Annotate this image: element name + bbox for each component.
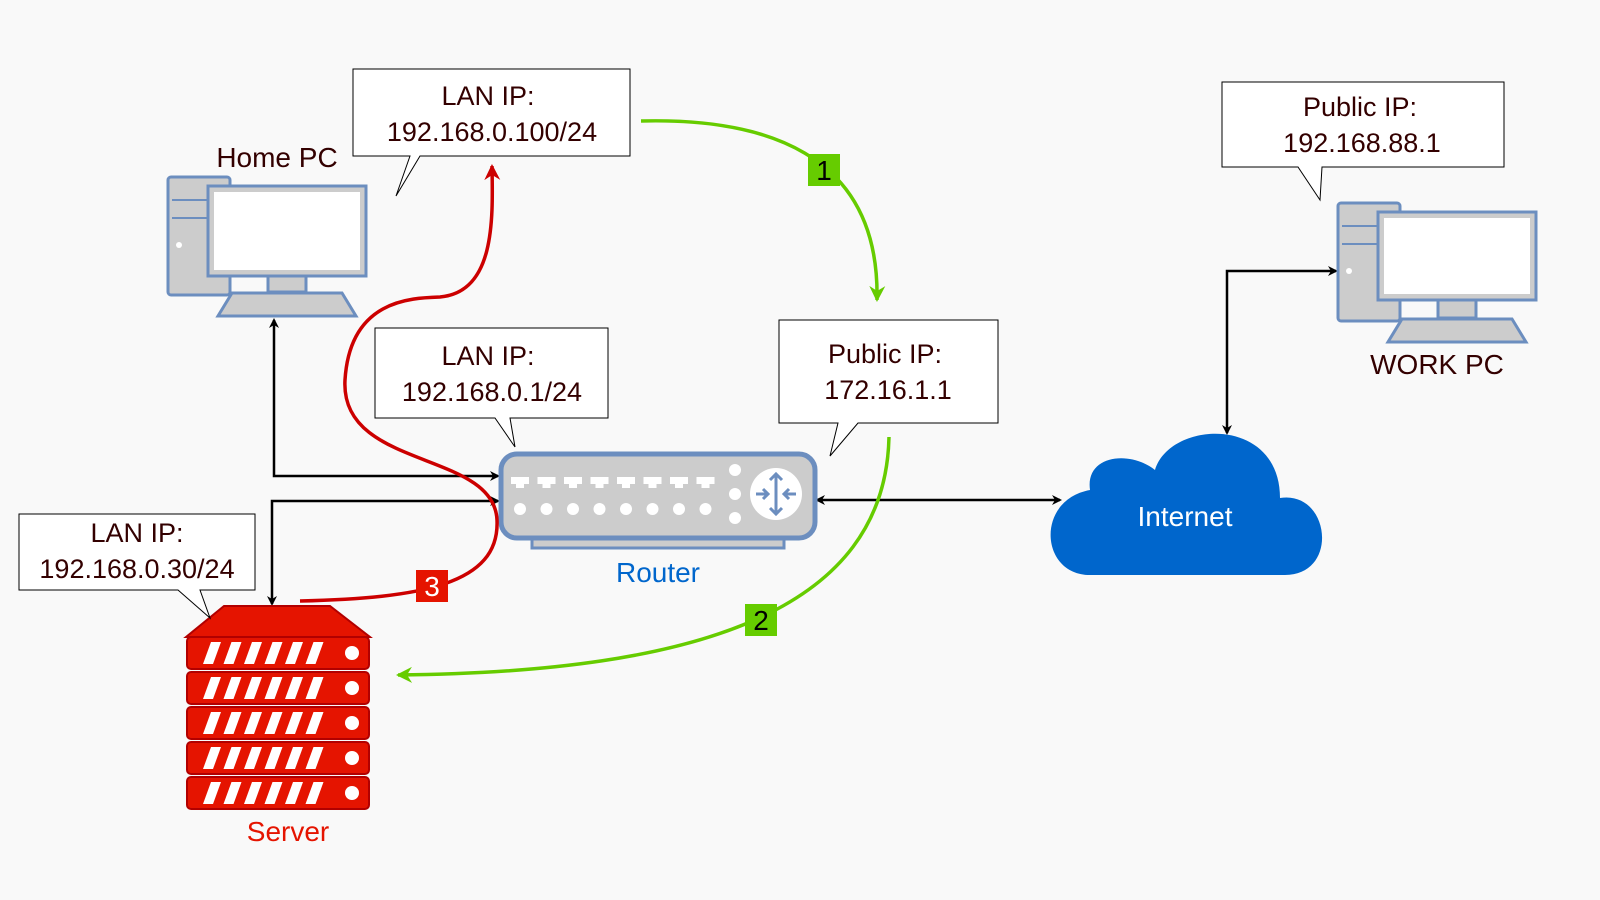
svg-text:192.168.0.30/24: 192.168.0.30/24 (39, 554, 234, 584)
router-port (643, 477, 662, 488)
server-label: Server (247, 816, 329, 847)
svg-text:LAN IP:: LAN IP: (90, 518, 183, 548)
svg-text:192.168.88.1: 192.168.88.1 (1283, 128, 1441, 158)
work-pc-icon (1336, 201, 1538, 344)
router-led (593, 503, 606, 515)
svg-text:Public IP:: Public IP: (1303, 92, 1417, 122)
router-port (564, 477, 582, 488)
server-unit (186, 706, 370, 740)
router-port (696, 477, 715, 488)
server-unit (186, 741, 370, 775)
svg-text:LAN IP:: LAN IP: (441, 81, 534, 111)
router-led (699, 503, 712, 515)
work-pc-label: WORK PC (1370, 349, 1504, 380)
router-port (617, 477, 635, 488)
router-port (590, 477, 609, 488)
router-port (511, 477, 529, 488)
svg-text:3: 3 (424, 571, 440, 602)
svg-text:LAN IP:: LAN IP: (441, 341, 534, 371)
home-pc-icon (166, 175, 368, 318)
flow-step-1-arrow (640, 119, 886, 302)
step-3-badge: 3 (416, 570, 448, 602)
step-2-badge: 2 (745, 604, 777, 636)
router-icon (498, 451, 818, 550)
router-port (670, 477, 688, 488)
flow-step-3-arrow (299, 164, 501, 603)
home-pc-label: Home PC (216, 142, 337, 173)
svg-text:192.168.0.100/24: 192.168.0.100/24 (387, 117, 597, 147)
server-unit (186, 776, 370, 810)
callout-router-lan-ip: LAN IP: 192.168.0.1/24 (374, 327, 609, 448)
svg-text:2: 2 (753, 605, 769, 636)
svg-text:1: 1 (816, 155, 832, 186)
svg-text:Public IP:: Public IP: (828, 339, 942, 369)
router-led (620, 503, 632, 515)
callout-work-pc-public-ip: Public IP: 192.168.88.1 (1221, 81, 1505, 202)
callout-server-lan-ip: LAN IP: 192.168.0.30/24 (18, 513, 256, 620)
server-unit (186, 671, 370, 705)
svg-text:192.168.0.1/24: 192.168.0.1/24 (402, 377, 582, 407)
home-pc-router-link (269, 318, 500, 481)
router-led (514, 503, 526, 515)
cloud-icon (1050, 433, 1323, 575)
server-unit (186, 636, 370, 670)
work-pc-internet-link (1222, 266, 1338, 435)
router-led (567, 503, 579, 515)
router-label: Router (616, 557, 700, 588)
router-led (646, 503, 659, 515)
svg-text:172.16.1.1: 172.16.1.1 (824, 375, 952, 405)
server-rack-icon (183, 605, 373, 810)
server-router-link (267, 496, 500, 606)
router-led (540, 503, 553, 515)
router-led (673, 503, 685, 515)
router-port (537, 477, 556, 488)
callout-router-public-ip: Public IP: 172.16.1.1 (778, 319, 999, 457)
step-1-badge: 1 (808, 154, 840, 186)
internet-label: Internet (1138, 501, 1233, 532)
callout-home-pc-lan-ip: LAN IP: 192.168.0.100/24 (352, 68, 631, 197)
